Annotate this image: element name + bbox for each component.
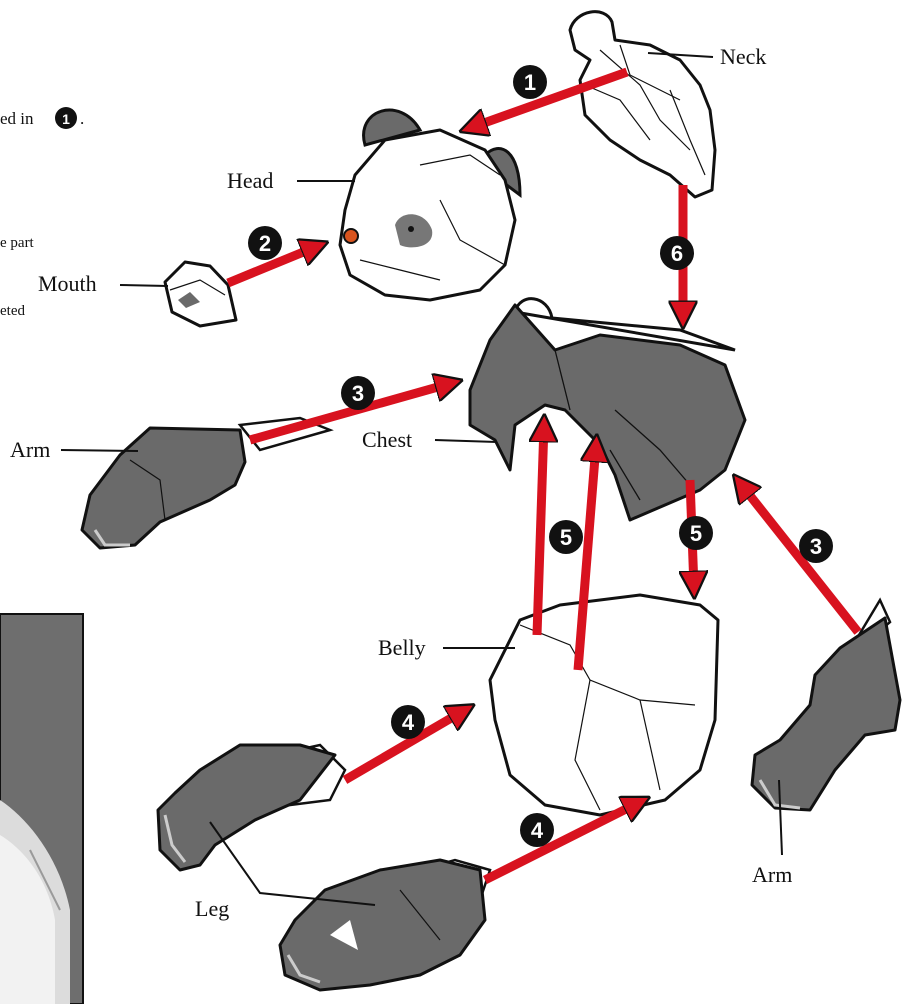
left-arm-leader-line (61, 450, 138, 451)
neck-part (570, 12, 715, 197)
instruction-step-ref: 1 (62, 111, 70, 127)
arm-label-right: Arm (752, 862, 792, 887)
svg-text:.: . (80, 109, 84, 128)
step-badge-6: 6 (660, 236, 694, 270)
svg-text:2: 2 (259, 231, 271, 256)
arrow-step-5-up-a (537, 425, 544, 635)
svg-text:4: 4 (531, 818, 544, 843)
step-badge-3-right: 3 (799, 529, 833, 563)
step-badge-3-left: 3 (341, 376, 375, 410)
step-badge-4-lower: 4 (520, 813, 554, 847)
svg-text:1: 1 (524, 70, 536, 95)
svg-text:5: 5 (560, 525, 572, 550)
upper-leg-part (158, 745, 345, 870)
photo-inset (0, 614, 83, 1004)
step-badge-2: 2 (248, 226, 282, 260)
belly-part (490, 595, 718, 815)
nose-dot (344, 229, 358, 243)
step-badge-4-upper: 4 (391, 705, 425, 739)
neck-label: Neck (720, 44, 766, 69)
arrow-step-4-lower (485, 802, 640, 880)
left-arm-part (82, 418, 330, 548)
chest-label: Chest (362, 427, 412, 452)
instruction-line-2: e part (0, 235, 35, 251)
svg-text:6: 6 (671, 241, 683, 266)
mouth-leader-line (120, 285, 168, 286)
instruction-line-1: ed in (0, 109, 34, 128)
arrow-step-3-right (740, 483, 858, 632)
svg-text:4: 4 (402, 710, 415, 735)
step-badge-5-left: 5 (549, 520, 583, 554)
leg-label: Leg (195, 896, 229, 921)
chest-leader-line (435, 440, 497, 442)
right-arm-part (752, 600, 900, 810)
lower-leg-part (280, 860, 490, 990)
mouth-part (165, 262, 236, 326)
head-label: Head (227, 168, 273, 193)
step-badge-5-right: 5 (679, 516, 713, 550)
mouth-label: Mouth (38, 271, 97, 296)
arm-label-left: Arm (10, 437, 50, 462)
svg-text:3: 3 (810, 534, 822, 559)
head-part (340, 110, 520, 300)
svg-text:5: 5 (690, 521, 702, 546)
chest-part (470, 299, 745, 520)
step-badge-1: 1 (513, 65, 547, 99)
svg-text:3: 3 (352, 381, 364, 406)
belly-label: Belly (378, 635, 426, 660)
instruction-line-3: eted (0, 303, 25, 319)
